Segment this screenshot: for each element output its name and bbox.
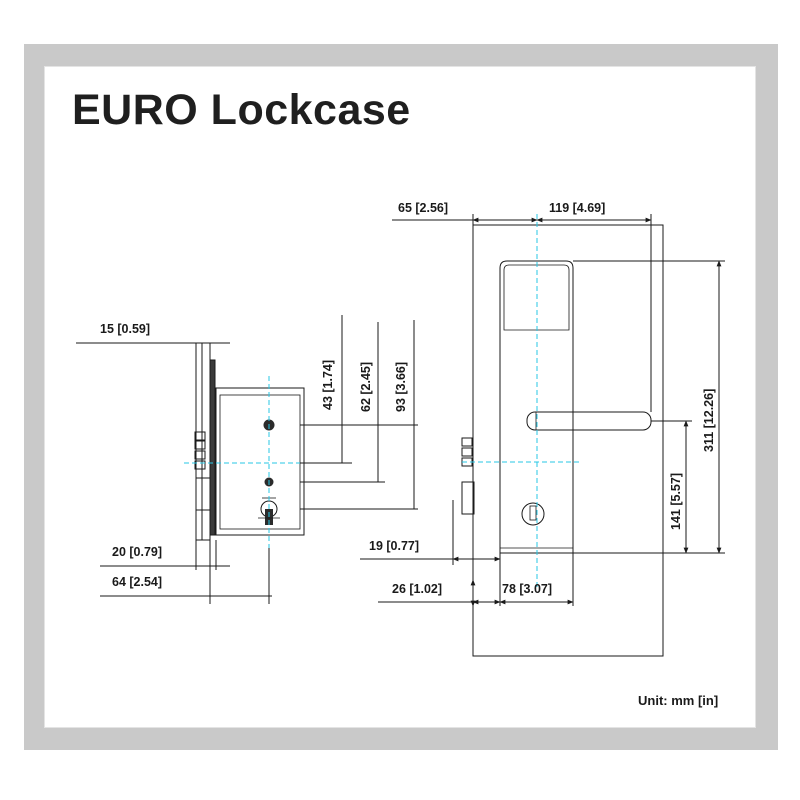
dimension-93: 93 [3.66] — [300, 320, 418, 510]
dimension-19: 19 [0.77] — [360, 500, 501, 606]
unit-note: Unit: mm [in] — [638, 693, 718, 708]
dimension-43: 43 [1.74] — [300, 315, 352, 464]
dimension-141: 141 [5.57] — [651, 420, 692, 554]
dimension-label-20: 20 [0.79] — [112, 545, 162, 559]
dimension-label-64: 64 [2.54] — [112, 575, 162, 589]
dimension-label-93: 93 [3.66] — [394, 362, 408, 412]
drawing-panel — [44, 66, 756, 728]
dimension-label-311: 311 [12.26] — [702, 389, 716, 452]
dimension-label-119: 119 [4.69] — [549, 201, 605, 215]
lockcase-side-view — [184, 342, 305, 548]
dimension-15: 15 [0.59] — [76, 322, 230, 360]
dimension-label-65: 65 [2.56] — [398, 201, 448, 215]
page-title: EURO Lockcase — [72, 86, 411, 134]
dimension-78: 78 [3.07] — [499, 553, 574, 606]
dimension-label-141: 141 [5.57] — [669, 473, 683, 530]
dimension-label-26: 26 [1.02] — [392, 582, 442, 596]
dimension-311: 311 [12.26] — [573, 260, 725, 554]
dimension-label-43: 43 [1.74] — [321, 360, 335, 410]
dimension-label-19: 19 [0.77] — [369, 539, 419, 553]
lock-front-view — [461, 214, 664, 657]
dimension-119: 119 [4.69] — [536, 201, 652, 412]
dimension-64: 64 [2.54] — [100, 540, 272, 604]
dimension-label-15: 15 [0.59] — [100, 322, 150, 336]
dimension-26: 26 [1.02] — [378, 579, 501, 607]
dimension-label-78: 78 [3.07] — [502, 582, 552, 596]
dimension-20: 20 [0.79] — [100, 540, 230, 570]
dimension-65: 65 [2.56] — [392, 201, 538, 232]
dimension-label-62: 62 [2.45] — [359, 362, 373, 412]
